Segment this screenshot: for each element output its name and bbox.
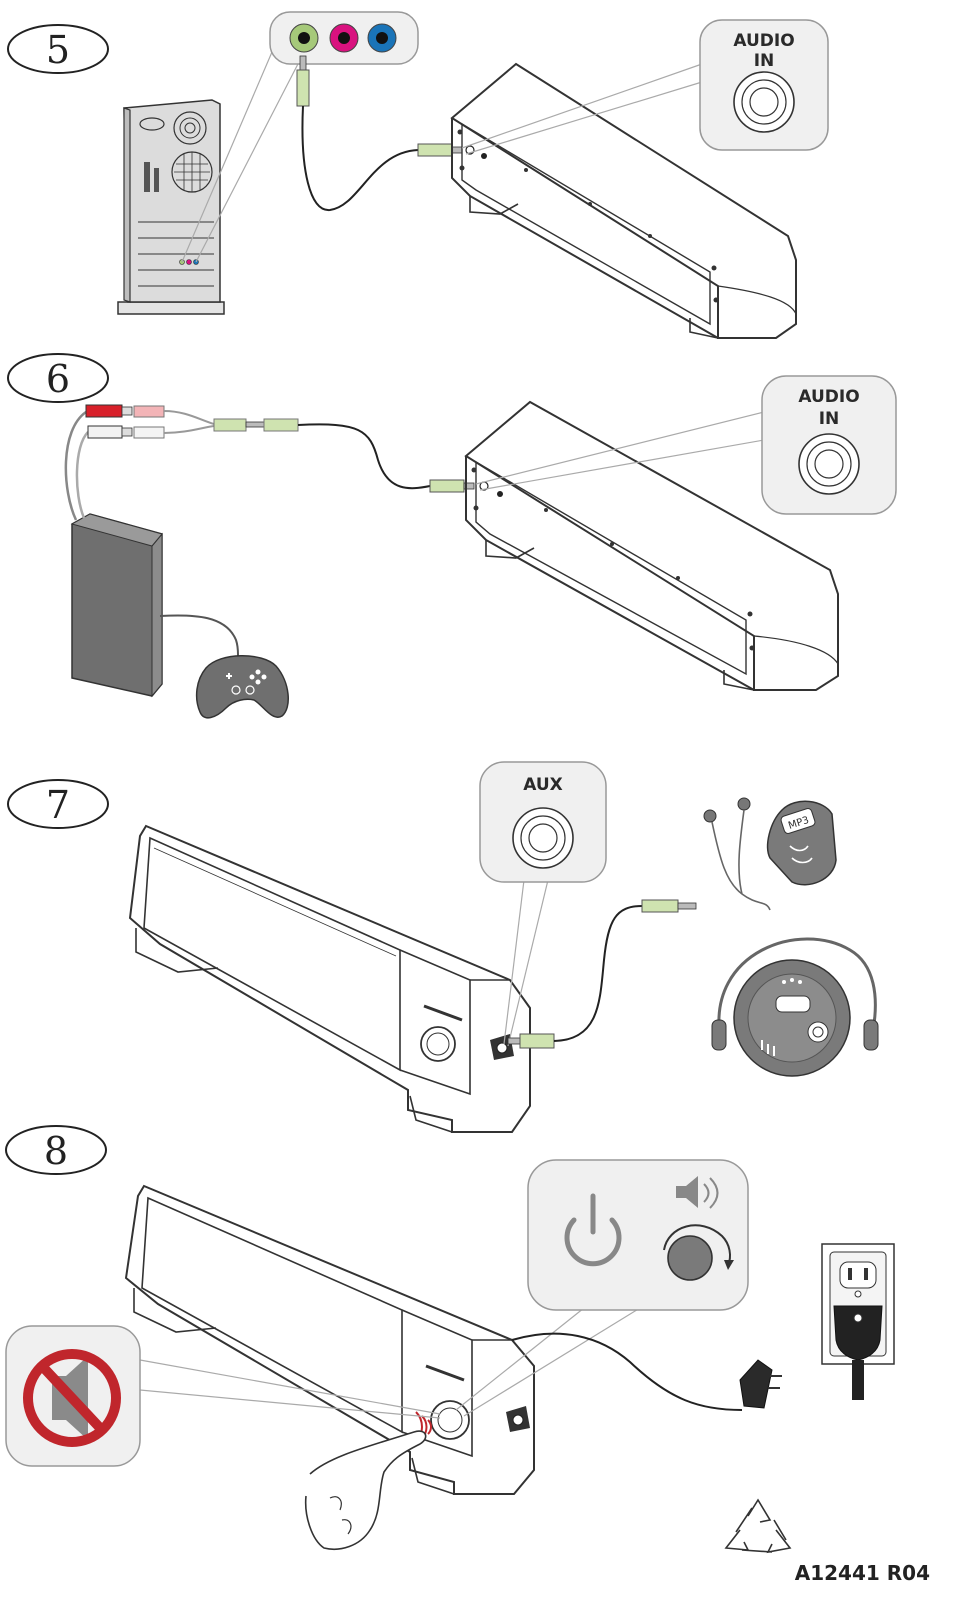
step-6: 6 <box>7 353 897 719</box>
step-7-callout-line1: AUX <box>523 775 563 795</box>
step-5-audio-in-callout: AUDIO IN <box>699 19 829 151</box>
mic-jack-pink <box>329 23 359 53</box>
earphones-icon <box>703 797 771 911</box>
step-7-aux-callout: AUX <box>479 761 607 883</box>
step-6-callout-line2: IN <box>819 409 840 429</box>
step-6-speaker <box>464 400 839 691</box>
line-out-jack-green <box>289 23 319 53</box>
step-5-audio-cable <box>296 55 463 212</box>
step-7-aux-cable <box>507 899 697 1049</box>
step-6-audio-in-callout: AUDIO IN <box>761 375 897 515</box>
document-code: A12441 R04 <box>795 1561 930 1585</box>
power-adapter-icon <box>739 1359 782 1409</box>
step-5-callout-line2: IN <box>754 51 775 71</box>
game-console-icon <box>70 513 163 698</box>
power-plug-icon <box>833 1305 883 1400</box>
line-in-jack-blue <box>367 23 397 53</box>
step-5-number: 5 <box>46 28 70 72</box>
step-6-badge: 6 <box>7 353 109 403</box>
step-8-number: 8 <box>44 1129 68 1173</box>
step-7-badge: 7 <box>7 779 109 829</box>
audio-in-jack-icon <box>798 433 860 495</box>
step-8-badge: 8 <box>5 1125 107 1175</box>
step-5-badge: 5 <box>7 24 109 74</box>
audio-in-jack-icon <box>733 71 795 133</box>
headphones-icon <box>711 937 879 1051</box>
pc-jack-callout <box>269 11 419 65</box>
mute-icon <box>23 1349 121 1447</box>
gamepad-icon <box>195 655 289 719</box>
step-7: 7 AUX <box>7 761 879 1133</box>
step-7-number: 7 <box>46 783 70 827</box>
mp3-player-icon: MP3 <box>766 800 837 886</box>
step-5-callout-line1: AUDIO <box>733 31 794 51</box>
step-8: 8 <box>5 1125 895 1550</box>
aux-jack-icon <box>512 807 574 869</box>
volume-knob-icon <box>663 1224 734 1281</box>
step-6-number: 6 <box>46 357 70 401</box>
power-icon <box>564 1193 622 1267</box>
computer-tower-icon <box>117 99 225 315</box>
step-7-speaker <box>128 824 531 1133</box>
mute-callout <box>5 1325 141 1467</box>
step-8-control-callout <box>527 1159 749 1311</box>
recycle-icon <box>724 1498 792 1554</box>
hand-icon <box>304 1430 427 1550</box>
step-6-rca-cable <box>64 404 475 521</box>
cd-player-icon <box>733 959 851 1077</box>
step-6-callout-line1: AUDIO <box>798 387 859 407</box>
volume-icon <box>676 1176 719 1209</box>
step-5: 5 <box>7 11 829 339</box>
step-8-speaker <box>124 1184 535 1495</box>
